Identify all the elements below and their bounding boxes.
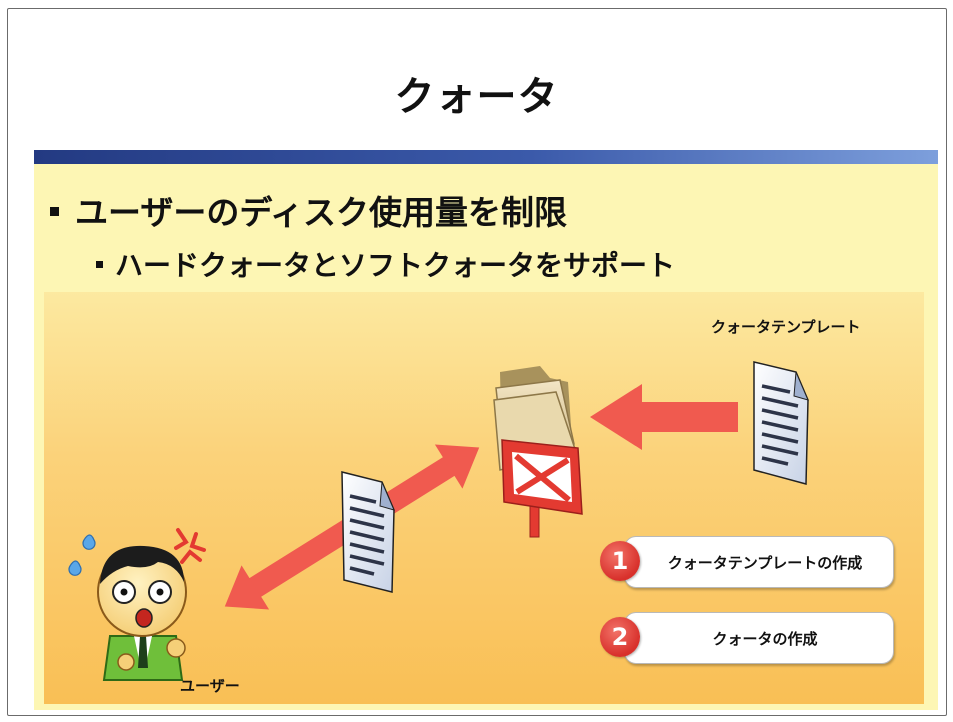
step-2-box: クォータの作成 xyxy=(624,612,894,664)
document-icon xyxy=(341,471,395,593)
user-label: ユーザー xyxy=(180,677,240,695)
bullet-level1: ユーザーのディスク使用量を制限 xyxy=(50,186,567,234)
arrow-left-icon xyxy=(590,384,738,450)
bullet-text-1: ユーザーのディスク使用量を制限 xyxy=(75,193,568,232)
slide-title: クォータ xyxy=(394,74,559,120)
bullet-level2: ハードクォータとソフトクォータをサポート xyxy=(96,244,675,284)
title-divider-bar xyxy=(34,150,938,164)
bullet-text-2: ハードクォータとソフトクォータをサポート xyxy=(115,249,676,282)
step-2-label: クォータの作成 xyxy=(712,630,818,648)
sweat-drop-icon xyxy=(68,534,96,576)
step-1-label: クォータテンプレートの作成 xyxy=(667,554,863,572)
no-entry-sign-icon xyxy=(501,439,583,538)
step-2-number-badge: 2 xyxy=(600,617,640,657)
template-label: クォータテンプレート xyxy=(711,318,861,336)
bullet-marker xyxy=(96,260,103,268)
bullet-marker xyxy=(50,207,59,216)
document-icon xyxy=(753,361,809,485)
step-1-number-badge: 1 xyxy=(600,541,640,581)
surprised-user-icon xyxy=(97,545,187,681)
anger-mark-icon xyxy=(174,528,206,564)
step-1-box: クォータテンプレートの作成 xyxy=(624,536,894,588)
